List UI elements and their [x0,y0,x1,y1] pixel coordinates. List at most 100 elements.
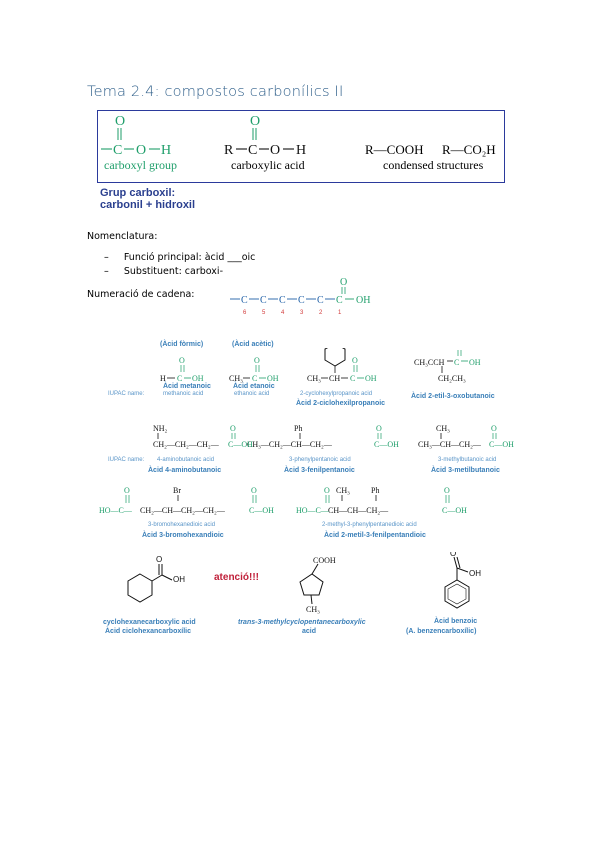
svg-text:O: O [491,424,497,433]
metilfenilpentandioic-name: Àcid 2-metil-3-fenilpentandioic [324,532,426,539]
svg-text:CH₃: CH₃ [336,486,350,495]
svg-text:C—OH: C—OH [442,506,467,515]
svg-text:O: O [450,552,456,558]
svg-text:CH₃: CH₃ [307,374,321,383]
svg-text:OH: OH [267,374,279,383]
svg-text:C: C [350,374,355,383]
svg-text:C: C [177,374,182,383]
svg-text:C: C [454,358,459,367]
svg-text:C: C [317,295,324,306]
row1-structures-drawing: H CH₃ CH₃ CH CH₃CCH CH₂CH₃ O C OH O C OH… [160,348,481,383]
svg-text:CH₂—CH—CH₂—CH₂—: CH₂—CH—CH₂—CH₂— [140,506,226,515]
phenylpentanoic-en: 3-phenylpentanoic acid [289,457,351,463]
svg-text:O: O [250,114,260,129]
row2-structures-drawing: NH₂ CH₂—CH₂—CH₂— Ph CH₃—CH₂—CH—CH₂— CH₃ … [153,424,514,449]
chain-number-6: 6 [243,310,247,316]
svg-text:O: O [115,114,125,129]
svg-text:O: O [251,486,257,495]
metilbutanoic-name: Àcid 3-metilbutanoic [431,467,500,474]
svg-text:C: C [279,295,286,306]
methanoic-en: methanoic acid [163,391,204,397]
svg-text:C—OH: C—OH [228,440,253,449]
svg-text:CH₃CCH: CH₃CCH [414,358,445,367]
svg-text:O: O [376,424,382,433]
grup-carboxil-caption: Grup carboxil: carbonil + hidroxil [100,187,195,211]
svg-text:O: O [254,356,260,365]
attention-warning: atenció!!! [214,572,259,583]
svg-text:CH₂CH₃: CH₂CH₃ [438,374,466,383]
acetic-label: (Àcid acètic) [232,341,274,348]
chain-number-2: 2 [319,310,323,316]
benzencarboxilic-name: (A. benzencarboxílic) [406,628,477,635]
svg-text:OH: OH [192,374,204,383]
svg-text:O: O [124,486,130,495]
svg-text:O: O [270,143,280,158]
bromohexandioic-name: Àcid 3-bromohexandioic [142,532,224,539]
svg-text:O: O [156,555,162,564]
svg-text:COOH: COOH [313,556,336,565]
svg-text:C: C [260,295,267,306]
svg-text:CH: CH [329,374,340,383]
metanoic-name: Àcid metanoic [163,383,211,390]
svg-text:Ph: Ph [371,486,379,495]
svg-text:OH: OH [469,569,481,578]
grup-line-1: Grup carboxil: [100,187,176,199]
svg-text:HO—C—: HO—C— [99,506,133,515]
svg-text:H: H [296,143,306,158]
methylbutanoic-en: 3-methylbutanoic acid [438,457,497,463]
svg-text:O: O [230,424,236,433]
condensed-structures-label: condensed structures [383,158,484,172]
svg-text:O: O [444,486,450,495]
methylphenylpentanedioic-en: 2-methyl-3-phenylpentanedioic acid [322,522,417,528]
svg-text:C: C [336,295,343,306]
svg-text:C—OH: C—OH [249,506,274,515]
ethanoic-en: ethanoic acid [234,391,270,397]
carboxylic-acid-label: carboxylic acid [231,158,305,172]
iupac-name-label-1: IUPAC name: [108,391,145,397]
trans-methylcyclopentane-line1: trans-3-methylcyclopentanecarboxylic [238,619,366,626]
svg-text:O: O [340,277,347,288]
svg-text:O: O [179,356,185,365]
svg-text:C: C [248,143,257,158]
svg-text:OH: OH [469,358,481,367]
chain-number-3: 3 [300,310,304,316]
aminobutanoic-name: Àcid 4-aminobutanoic [148,467,222,474]
carboxyl-figure-box: O C O H R C O H O [97,110,505,183]
cyclohexanecarboxylic-en: cyclohexanecarboxylic acid [103,619,196,626]
svg-text:CH₃—CH—CH₂—: CH₃—CH—CH₂— [418,440,482,449]
svg-text:CH₃—CH₂—CH—CH₂—: CH₃—CH₂—CH—CH₂— [247,440,333,449]
trans-methylcyclopentane-line2: acid [302,628,317,635]
svg-text:CH₃: CH₃ [436,424,450,433]
chain-number-4: 4 [281,310,285,316]
bullet-1-text: Funció principal: àcid ___oic [123,252,256,263]
svg-text:OH: OH [173,575,185,584]
svg-text:C—OH: C—OH [374,440,399,449]
formic-label: (Àcid fòrmic) [160,341,204,348]
formula-r-cooh: R—COOH [365,142,424,157]
chain-number-1: 1 [338,310,342,316]
aminobutanoic-en: 4-aminobutanoic acid [157,457,215,463]
bullet-2: – Substituent: carboxi- [104,266,224,277]
etanoic-name: Àcid etanoic [233,383,275,390]
svg-text:C—OH: C—OH [489,440,514,449]
cyclohexylpropanoic-name: Àcid 2-ciclohexilpropanoic [296,400,386,407]
bromohexanedioic-en: 3-bromohexanedioic acid [148,522,216,528]
svg-text:O: O [352,356,358,365]
iupac-name-label-2: IUPAC name: [108,457,145,463]
grup-line-2: carbonil + hidroxil [100,199,196,211]
svg-text:OH: OH [356,295,370,306]
carboxyl-structures-drawing: O C O H R C O H O [101,114,306,158]
formula-r-co2h: R—CO₂H [442,142,496,157]
row3-structures-drawing: Br CH₂—CH—CH₂—CH₂— CH₃ Ph CH—CH—CH₂— O H… [99,486,467,515]
svg-text:C: C [298,295,305,306]
svg-text:C: C [113,143,122,158]
svg-text:Br: Br [173,486,181,495]
chain-number-5: 5 [262,310,266,316]
fenilpentanoic-name: Àcid 3-fenilpentanoic [284,467,355,474]
svg-text:OH: OH [365,374,377,383]
bullet-2-text: Substituent: carboxi- [123,266,224,277]
svg-text:CH₂—CH₂—CH₂—: CH₂—CH₂—CH₂— [153,440,220,449]
svg-text:O: O [324,486,330,495]
cyclohexylpropanoic-en: 2-cyclohexylpropanoic acid [300,391,373,397]
chain-numbering-drawing: C C C C C O C OH 6 5 4 3 2 1 [230,277,370,316]
